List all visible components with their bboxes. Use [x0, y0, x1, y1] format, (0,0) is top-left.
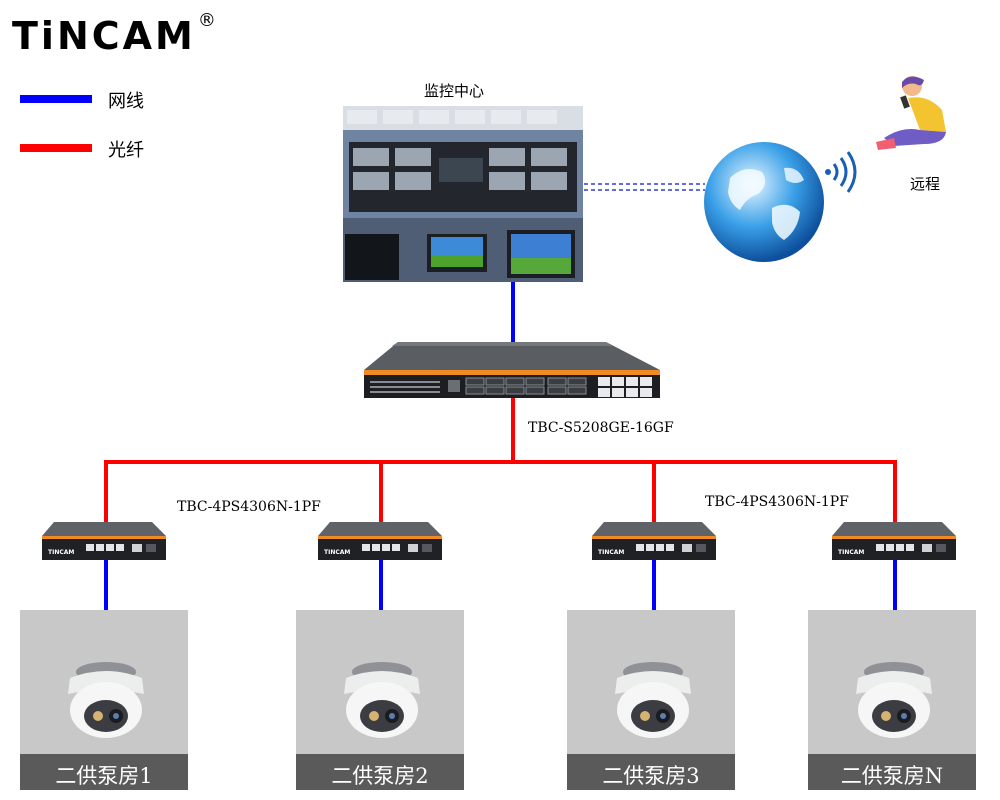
legend-label-cable: 网线 — [108, 91, 144, 112]
pump-room-label-1: 二供泵房1 — [55, 764, 153, 788]
edge-switch-2-brand: TINCAM — [324, 549, 350, 556]
monitor-center-label: 监控中心 — [424, 82, 485, 100]
legend-label-fiber: 光纤 — [108, 140, 144, 161]
pump-room-panel-1: 二供泵房1 — [20, 610, 188, 790]
edge-switch-model-label-left: TBC-4PS4306N-1PF — [177, 499, 321, 515]
edge-switch-4-brand: TINCAM — [838, 549, 864, 556]
brand-logo: TiNCAM® — [12, 10, 219, 58]
edge-switch-1: TINCAM — [42, 522, 166, 560]
dome-camera-icon — [856, 662, 932, 738]
dome-camera-icon — [344, 662, 420, 738]
pump-room-label-bar-1: 二供泵房1 — [20, 754, 188, 790]
monitor-center-image — [343, 106, 583, 282]
pump-room-panel-4: 二供泵房N — [808, 610, 976, 790]
edge-switch-4: TINCAM — [832, 522, 956, 560]
pump-room-label-2: 二供泵房2 — [331, 764, 429, 788]
wifi-signal-icon — [825, 151, 857, 193]
pump-room-label-4: 二供泵房N — [840, 764, 944, 788]
edge-switch-1-brand: TINCAM — [48, 549, 74, 556]
edge-switch-3: TINCAM — [592, 522, 716, 560]
pump-room-label-bar-3: 二供泵房3 — [567, 754, 735, 790]
core-switch-model-label: TBC-S5208GE-16GF — [528, 420, 674, 436]
core-switch-image — [364, 342, 660, 398]
globe-icon — [704, 142, 824, 262]
dome-camera-icon — [68, 662, 144, 738]
pump-room-panel-2: 二供泵房2 — [296, 610, 464, 790]
edge-switch-model-label-right: TBC-4PS4306N-1PF — [705, 494, 849, 510]
pump-room-panel-3: 二供泵房3 — [567, 610, 735, 790]
edge-switch-2: TINCAM — [318, 522, 442, 560]
edge-switch-3-brand: TINCAM — [598, 549, 624, 556]
legend-swatch-fiber — [20, 144, 92, 152]
pump-room-label-bar-4: 二供泵房N — [808, 754, 976, 790]
remote-label: 远程 — [910, 175, 941, 193]
dome-camera-icon — [615, 662, 691, 738]
pump-room-label-bar-2: 二供泵房2 — [296, 754, 464, 790]
remote-user-icon — [876, 76, 946, 150]
legend-swatch-cable — [20, 95, 92, 103]
pump-room-label-3: 二供泵房3 — [602, 764, 700, 788]
